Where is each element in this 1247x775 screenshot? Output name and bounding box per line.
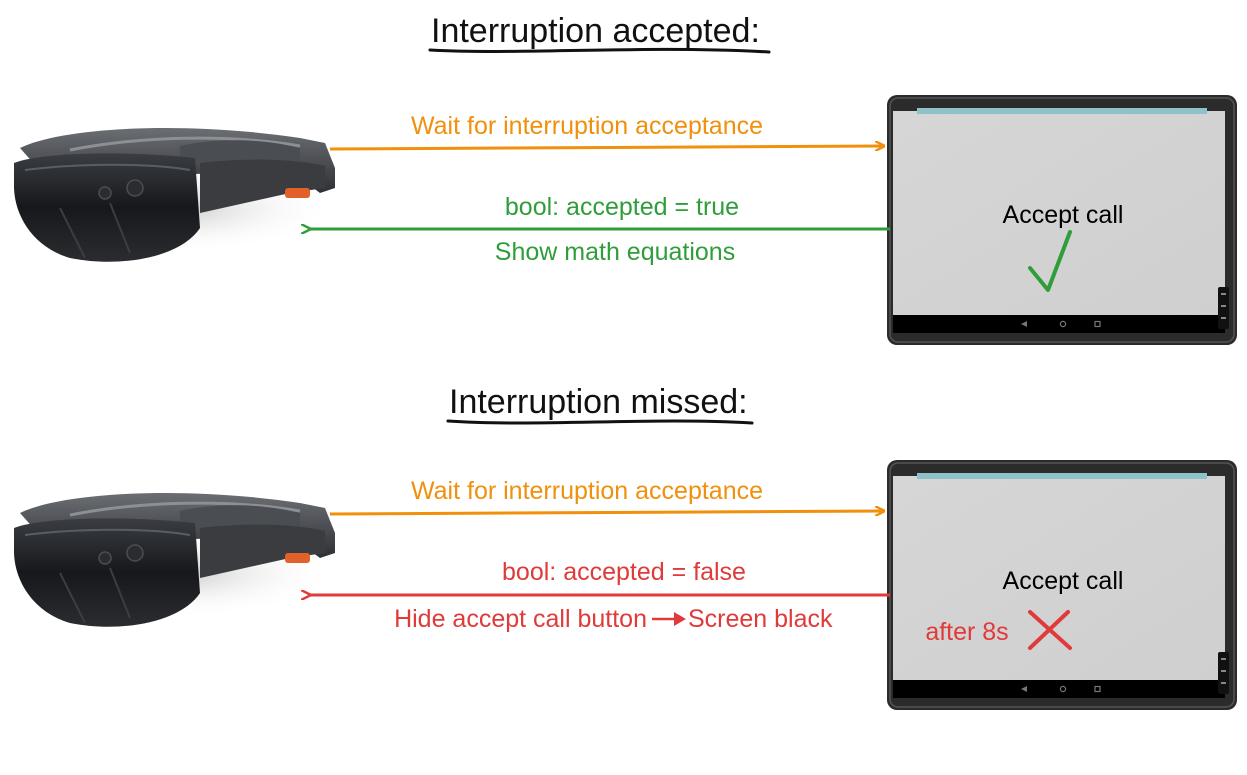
response-label: bool: accepted = false: [502, 558, 746, 586]
scenario-title: Interruption accepted:: [431, 12, 760, 50]
hololens-headset-icon: [12, 491, 337, 629]
action-label-hide-button: Hide accept call button: [394, 605, 647, 633]
scenario-missed: Interruption missed: Accept call after 8…: [12, 383, 1238, 711]
action-label-screen-black: Screen black: [688, 605, 833, 633]
tablet-screen-text: Accept call: [1003, 567, 1124, 595]
request-arrow: [329, 511, 884, 514]
hololens-headset-icon: [12, 126, 337, 264]
scenario-title: Interruption missed:: [449, 383, 748, 421]
timeout-label: after 8s: [925, 618, 1008, 646]
title-underline: [446, 419, 754, 425]
response-label: bool: accepted = true: [505, 193, 739, 221]
request-arrow: [329, 146, 884, 149]
check-mark-icon: [1028, 230, 1072, 292]
request-label: Wait for interruption acceptance: [411, 477, 763, 505]
title-underline: [428, 47, 771, 54]
scenario-accepted: Interruption accepted: Accept call Wait …: [12, 12, 1238, 346]
tablet-screen-text: Accept call: [1003, 201, 1124, 229]
arrow-right-icon: [652, 612, 686, 626]
cross-mark-icon: [1028, 610, 1072, 650]
action-label: Show math equations: [495, 238, 735, 266]
request-label: Wait for interruption acceptance: [411, 112, 763, 140]
